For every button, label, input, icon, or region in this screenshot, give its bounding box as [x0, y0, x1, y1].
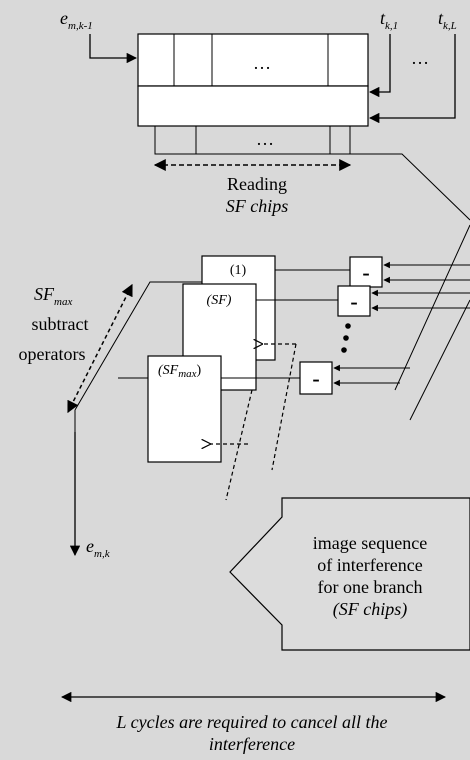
sf-chips-label: SF chips — [226, 196, 289, 216]
reading-chips-buffer — [154, 125, 351, 155]
sequence-line-2: of interference — [317, 555, 422, 575]
output-e-label: em,k — [86, 536, 111, 560]
stack-label-sfmax: (SFmax) — [158, 363, 202, 380]
minus-sfmax: - — [312, 366, 319, 391]
footer-line-2: interference — [209, 734, 295, 754]
subtract-box-sfmax — [299, 361, 333, 395]
register-block — [137, 33, 369, 155]
subtract-operators — [299, 256, 383, 395]
buffer-dots: … — [256, 129, 274, 149]
operator-dot — [341, 347, 347, 353]
sfmax-label: SFmax — [34, 284, 72, 308]
tap-dots: … — [411, 48, 429, 68]
subtract-box-sf — [337, 285, 371, 317]
reading-label: Reading — [227, 174, 287, 194]
feed-diagonal-lines — [394, 224, 470, 421]
footer-line-1: L cycles are required to cancel all the — [115, 712, 387, 732]
t-kL-arrow — [368, 34, 456, 124]
operator-dot — [345, 323, 351, 329]
stack-label-sf: (SF) — [207, 293, 232, 308]
t-kL-label: tk,L — [438, 8, 457, 32]
operator-dot — [343, 335, 349, 341]
chip-feed-line — [350, 153, 470, 221]
stack-label-1: (1) — [230, 263, 247, 278]
register-top-row — [137, 33, 369, 87]
operators-label: operators — [19, 344, 86, 364]
image-sequence-arrow — [229, 497, 470, 651]
t-k1-label: tk,1 — [380, 8, 398, 32]
sequence-line-4: (SF chips) — [333, 599, 407, 620]
operators-range-arrow — [67, 283, 133, 414]
minus-sf: - — [350, 289, 357, 314]
register-bottom-row — [137, 85, 369, 127]
t-k1-arrow — [368, 34, 391, 98]
register-dots: … — [253, 53, 271, 73]
subtract-box-1 — [349, 256, 383, 288]
input-e-label: em,k-1 — [60, 8, 93, 32]
subtraction-stack — [147, 255, 276, 463]
minus-1: - — [362, 260, 369, 285]
sequence-line-3: for one branch — [318, 577, 423, 597]
sequence-line-1: image sequence — [313, 533, 427, 553]
input-arrow — [89, 34, 138, 64]
subtract-label: subtract — [32, 314, 89, 334]
